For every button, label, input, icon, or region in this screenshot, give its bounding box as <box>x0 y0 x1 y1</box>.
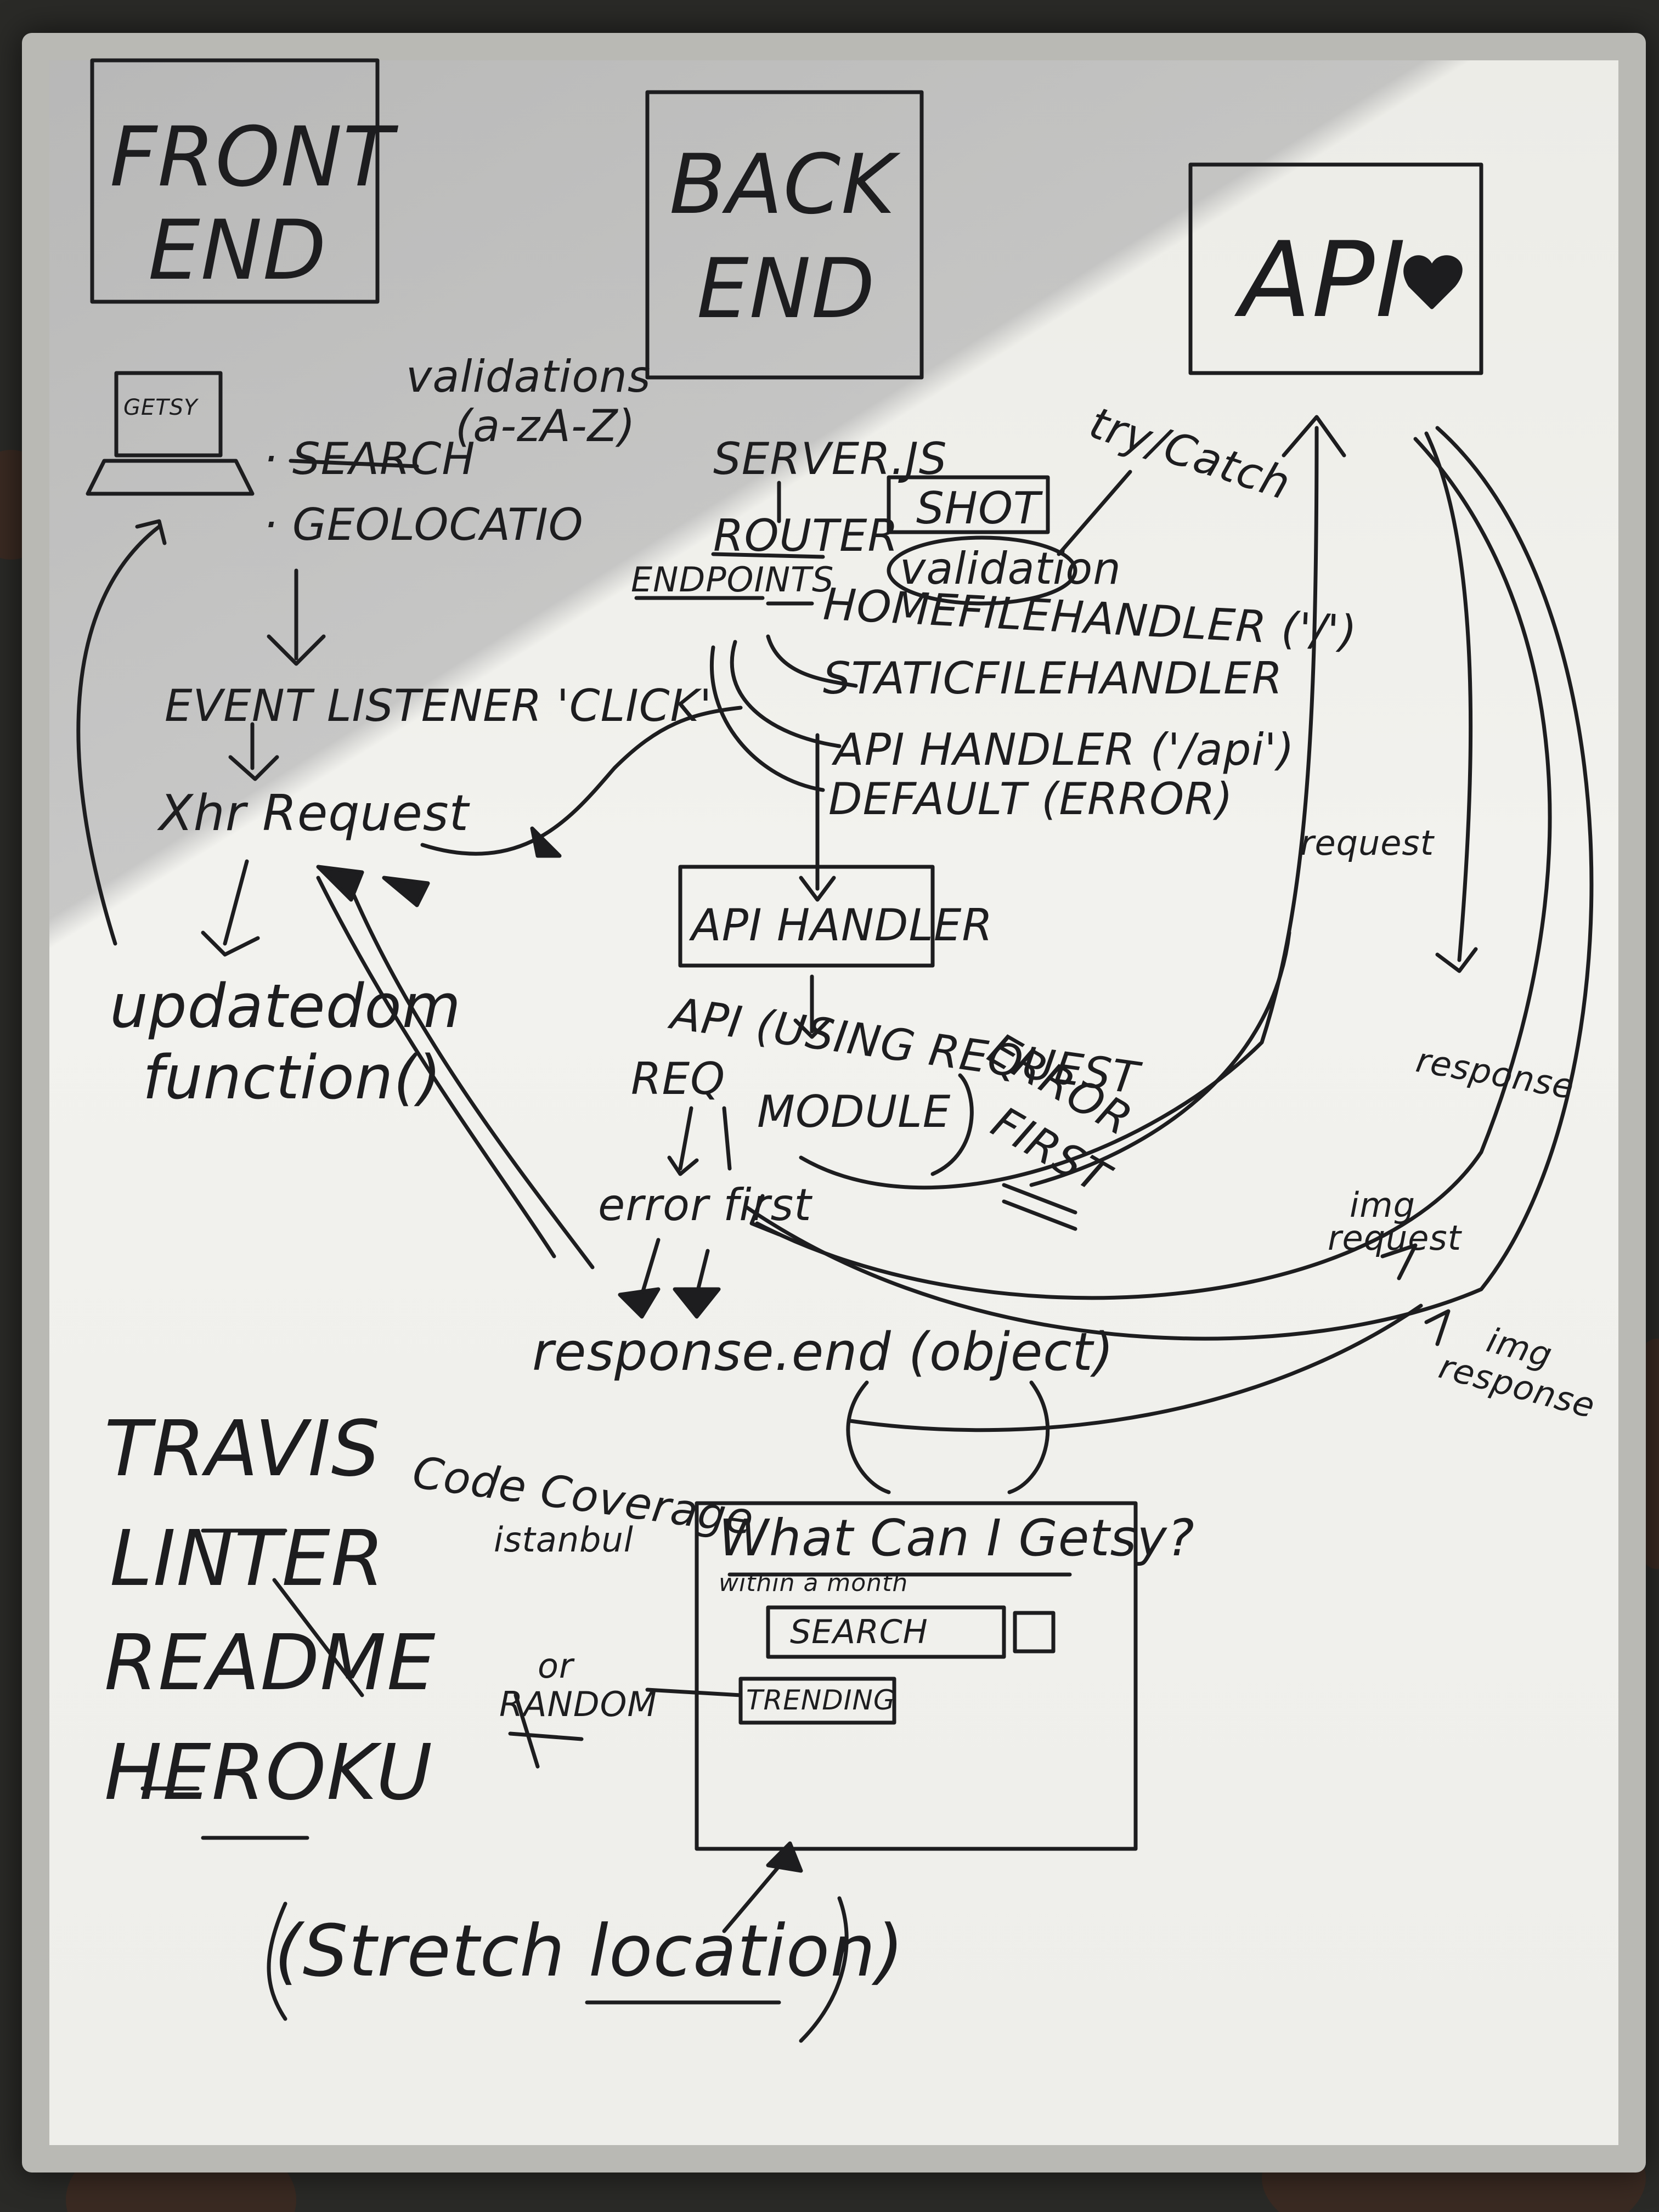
tool-item-linter: LINTER <box>110 1514 385 1604</box>
or-label: or <box>538 1646 574 1686</box>
search-label: · SEARCH <box>263 433 476 484</box>
stretch-location-label: (Stretch location) <box>274 1909 905 1993</box>
api-title: API <box>1240 219 1407 341</box>
random-label: RANDOM <box>499 1684 657 1724</box>
geolocation-label: · GEOLOCATIO <box>263 499 584 550</box>
mockup-subtitle: within a month <box>719 1569 909 1597</box>
router-label: ROUTER <box>713 510 899 561</box>
static-handler-label: STATICFILEHANDLER <box>823 653 1283 704</box>
laptop-screen-label: GETSY <box>123 395 198 420</box>
front-end-title-2: END <box>148 203 327 298</box>
back-end-title-1: BACK <box>669 137 896 233</box>
img-request-line2: request <box>1328 1218 1462 1258</box>
api-handler-box-label: API HANDLER <box>691 900 994 951</box>
shot-label: SHOT <box>916 483 1041 534</box>
xhr-request-label: Xhr Request <box>159 785 469 842</box>
server-js-label: SERVER.JS <box>713 433 947 484</box>
mockup-title: What Can I Getsy? <box>719 1509 1195 1567</box>
req-label: REQ <box>631 1053 726 1104</box>
update-dom-line2: function() <box>143 1042 442 1113</box>
validations-label: validations <box>406 351 651 402</box>
update-dom-line1: updatedom <box>110 971 461 1041</box>
front-end-title-1: FRONT <box>110 110 394 205</box>
tool-item-readme: README <box>104 1618 436 1708</box>
tool-item-travis: TRAVIS <box>104 1404 381 1494</box>
event-listener-label: EVENT LISTENER 'CLICK' <box>165 680 713 731</box>
request-label: request <box>1300 823 1435 863</box>
mockup-search-button: SEARCH <box>790 1613 928 1651</box>
validation-label: validation <box>900 543 1121 594</box>
response-end-label: response.end (object) <box>532 1322 1114 1383</box>
error-first-small: error first <box>598 1180 812 1231</box>
api-req-line2: MODULE <box>757 1086 951 1137</box>
code-coverage-line2: istanbul <box>494 1520 634 1560</box>
endpoints-label: ENDPOINTS <box>631 560 834 600</box>
validation-pattern: (a-zA-Z) <box>455 400 636 452</box>
mockup-trending-button: TRENDING <box>746 1684 895 1716</box>
img-request-line1: img <box>1350 1185 1415 1225</box>
api-handler-route-label: API HANDLER ('/api') <box>834 724 1295 775</box>
default-error-label: DEFAULT (ERROR) <box>828 774 1233 825</box>
tool-item-heroku: HEROKU <box>104 1728 433 1818</box>
back-end-title-2: END <box>697 241 876 337</box>
